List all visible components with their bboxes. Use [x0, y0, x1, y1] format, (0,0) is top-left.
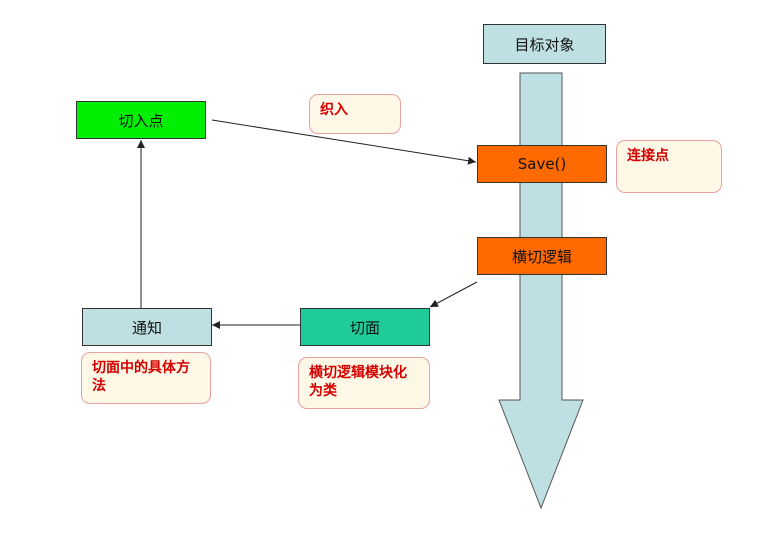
pointcut-label: 切入点: [118, 111, 164, 130]
target-object-box: 目标对象: [483, 24, 606, 64]
weave-arrow: [211, 119, 477, 165]
target-object-label: 目标对象: [514, 35, 575, 54]
pointcut-box: 切入点: [76, 101, 206, 139]
aspect-label: 切面: [349, 318, 380, 337]
save-method-label: Save(): [517, 155, 567, 173]
joinpoint-note: 连接点: [616, 140, 722, 193]
advice-description-text: 切面中的具体方法: [92, 360, 190, 394]
weave-note-text: 织入: [320, 102, 348, 118]
weave-note: 织入: [309, 94, 401, 134]
aspect-box: 切面: [300, 308, 430, 346]
aspect-description-text: 横切逻辑模块化为类: [309, 365, 407, 399]
save-method-box: Save(): [477, 145, 607, 183]
advice-box: 通知: [82, 308, 212, 346]
joinpoint-note-text: 连接点: [627, 148, 669, 164]
aspect-description-note: 横切逻辑模块化为类: [298, 357, 430, 409]
flow-down-arrow: [498, 72, 584, 510]
advice-label: 通知: [131, 318, 162, 337]
crosscut-logic-box: 横切逻辑: [477, 237, 607, 275]
crosscut-logic-label: 横切逻辑: [511, 247, 572, 266]
crosscut-to-aspect-arrow: [429, 281, 478, 308]
advice-description-note: 切面中的具体方法: [81, 352, 211, 404]
